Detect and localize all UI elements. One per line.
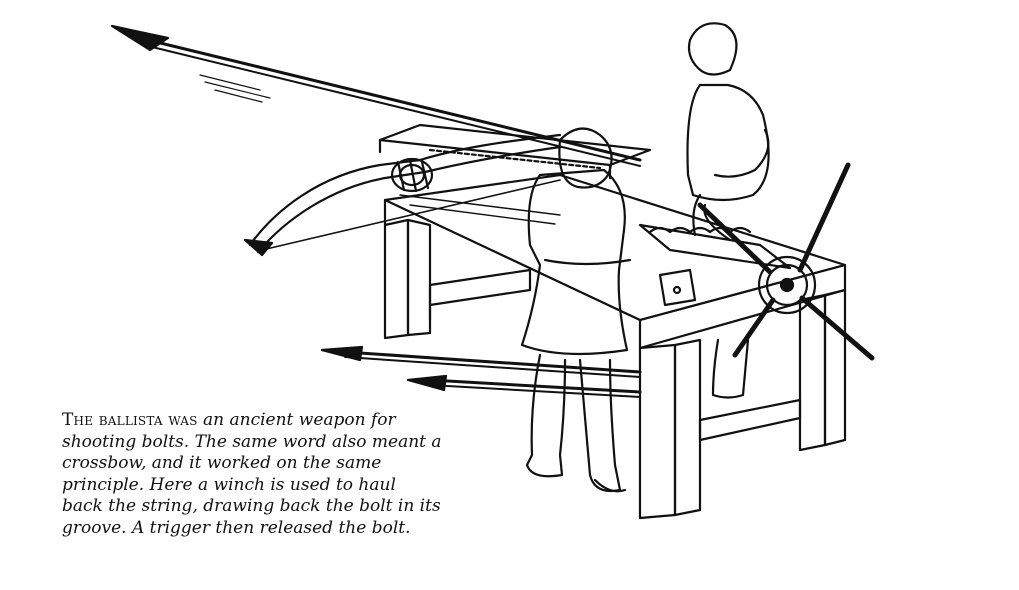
operator-figure [520,127,632,493]
caption-lead: The ballista was [62,410,198,430]
winch-barrel [638,223,792,307]
caption-text: The ballista was an ancient weapon for s… [62,410,442,539]
winch-wheel-icon [697,162,875,361]
bow-arms [243,133,562,257]
loaded-bolt-icon [110,24,642,167]
caption-body: an ancient weapon for shooting bolts. Th… [62,410,442,538]
ballista-table [383,173,847,520]
standing-figure [686,22,770,399]
